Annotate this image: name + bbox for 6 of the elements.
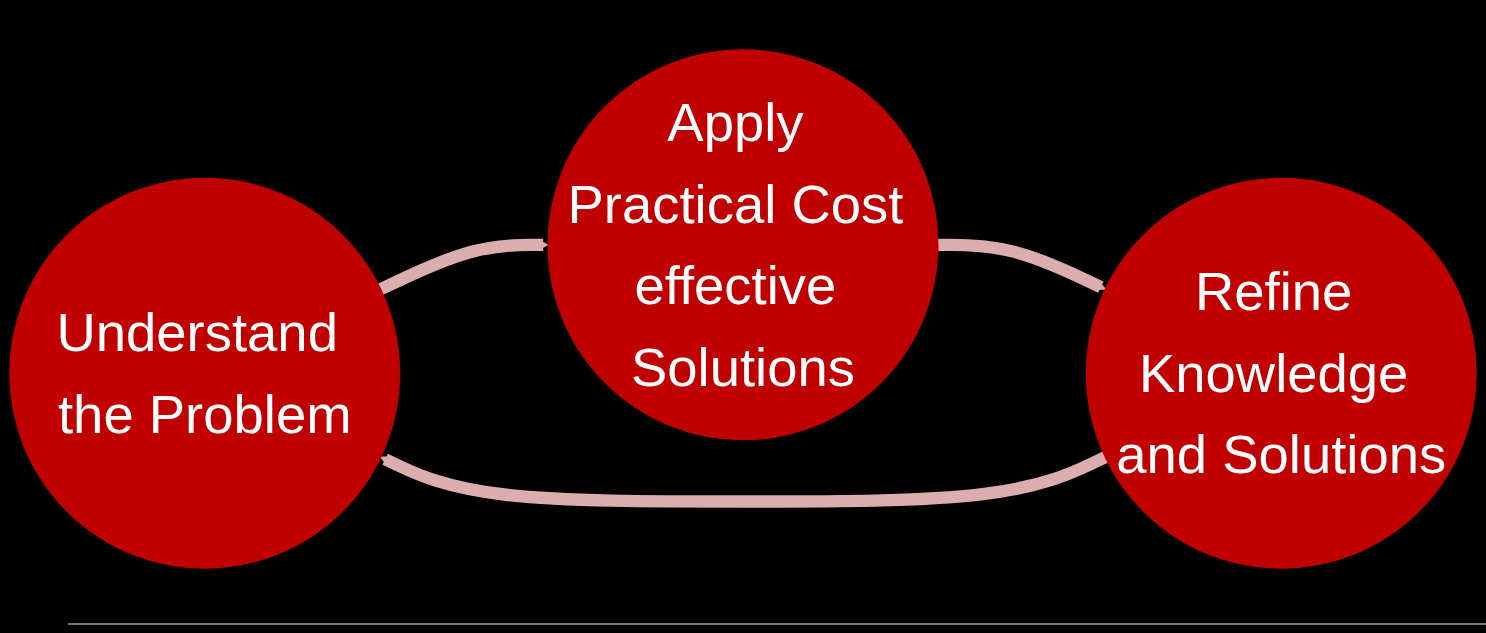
arrow xyxy=(380,451,1108,508)
node-circle: Understand the Problem xyxy=(9,177,401,569)
arrow xyxy=(378,238,549,295)
arrow xyxy=(937,238,1106,293)
node-circle: Refine Knowledge and Solutions xyxy=(1085,177,1477,569)
node-circle: Apply Practical Cost effective Solutions xyxy=(547,49,939,441)
